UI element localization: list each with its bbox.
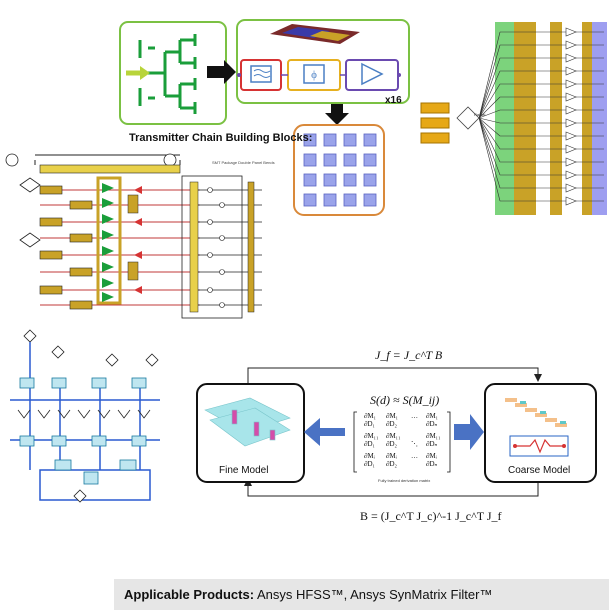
svg-text:∂Mᵢ: ∂Mᵢ xyxy=(426,452,438,460)
svg-text:∂D₁: ∂D₁ xyxy=(364,420,375,428)
svg-text:…: … xyxy=(411,452,418,460)
svg-text:∂Dₙ: ∂Dₙ xyxy=(426,440,438,448)
array-grid-panel xyxy=(293,124,385,216)
transmitter-schematic xyxy=(5,153,262,319)
filter-network-schematic xyxy=(10,329,160,503)
svg-text:⋱: ⋱ xyxy=(411,440,418,448)
coarse-model-graph xyxy=(505,398,569,457)
applicable-products-label: Applicable Products: xyxy=(124,587,255,602)
sd-formula: S(d) ≈ S(M_ij) xyxy=(370,393,440,407)
applicable-products-banner: Applicable Products: Ansys HFSS™, Ansys … xyxy=(114,579,609,610)
svg-text:∂D₂: ∂D₂ xyxy=(386,460,398,468)
smt-package-label: SMT Package Double Panel Bends xyxy=(212,160,275,165)
jacobian-top-formula: J_f = J_c^T B xyxy=(375,348,443,362)
b-formula: B = (J_c^T J_c)^-1 J_c^T J_f xyxy=(360,509,502,523)
flow-arrow xyxy=(207,60,236,84)
svg-text:…: … xyxy=(411,412,418,420)
svg-text:∂M₁₁: ∂M₁₁ xyxy=(426,432,441,440)
svg-text:∂D₁: ∂D₁ xyxy=(364,440,375,448)
svg-text:∂M₁: ∂M₁ xyxy=(364,412,376,420)
svg-text:∂M₁: ∂M₁ xyxy=(386,412,398,420)
transmitter-caption: Transmitter Chain Building Blocks: xyxy=(129,132,313,144)
down-arrow xyxy=(325,104,349,125)
chain-schematic xyxy=(456,22,607,215)
fine-model-3d xyxy=(204,397,291,447)
applicable-products-list: Ansys HFSS™, Ansys SynMatrix Filter™ xyxy=(256,587,493,602)
svg-text:∂Mᵢ: ∂Mᵢ xyxy=(364,452,376,460)
svg-text:∂Dₙ: ∂Dₙ xyxy=(426,420,438,428)
matrix-caption: Fully trained derivation matrix xyxy=(378,478,431,483)
svg-text:∂D₂: ∂D₂ xyxy=(386,440,398,448)
right-blue-arrow xyxy=(454,414,484,450)
fine-model-label: Fine Model xyxy=(219,465,269,476)
svg-text:∂D₁: ∂D₁ xyxy=(364,460,375,468)
svg-text:ϕ: ϕ xyxy=(311,69,317,81)
svg-text:∂Mᵢ: ∂Mᵢ xyxy=(386,452,398,460)
chip-block-panel: ϕ xyxy=(236,19,410,104)
svg-text:∂M₁: ∂M₁ xyxy=(426,412,438,420)
optimization-loop: ∂M₁ ∂M₁ … ∂M₁ ∂D₁ ∂D₂ ∂Dₙ ∂M₁₁ ∂M₁₁ ∂M₁₁ ∂D₁ ∂D₂… xyxy=(196,367,597,497)
radial-label: Radial xyxy=(474,112,486,117)
multiplier-label: x16 xyxy=(385,95,402,106)
svg-text:∂M₁₁: ∂M₁₁ xyxy=(364,432,379,440)
svg-text:∂D₂: ∂D₂ xyxy=(386,420,398,428)
svg-text:∂Dₙ: ∂Dₙ xyxy=(426,460,438,468)
derivative-matrix: ∂M₁ ∂M₁ … ∂M₁ ∂D₁ ∂D₂ ∂Dₙ ∂M₁₁ ∂M₁₁ ∂M₁₁ ∂D₁ ∂D₂… xyxy=(353,411,451,473)
coarse-model-label: Coarse Model xyxy=(508,465,571,476)
left-blue-arrow xyxy=(304,418,345,446)
gold-bars xyxy=(420,102,450,144)
svg-text:∂M₁₁: ∂M₁₁ xyxy=(386,432,401,440)
